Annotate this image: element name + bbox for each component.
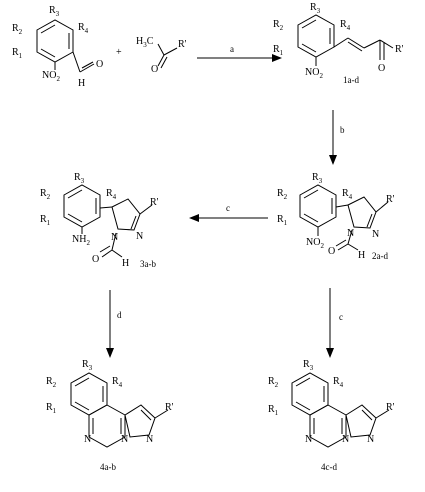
r4-label: R4 bbox=[112, 376, 123, 389]
r3-label: R3 bbox=[312, 172, 323, 185]
pyrimidine-ring bbox=[88, 404, 126, 448]
pyrazoline-n1: N bbox=[347, 228, 354, 239]
r1-label: R1 bbox=[277, 214, 288, 227]
compound-2-label: 2a-d bbox=[372, 251, 388, 261]
compound-1-label: 1a-d bbox=[343, 75, 359, 85]
r4-label: R4 bbox=[340, 19, 351, 32]
r3-label: R3 bbox=[82, 359, 93, 372]
nitro-label: NO2 bbox=[42, 70, 60, 83]
r2-label: R2 bbox=[273, 19, 284, 32]
r4-label: R4 bbox=[78, 22, 89, 35]
ketone-r-prime: R' bbox=[178, 39, 187, 50]
r4-label: R4 bbox=[333, 376, 344, 389]
r1-label: R1 bbox=[46, 402, 57, 415]
r3-label: R3 bbox=[303, 359, 314, 372]
pyrazole-r-prime: R' bbox=[165, 402, 174, 413]
step-d-arrow: d bbox=[106, 290, 122, 358]
r4-label: R4 bbox=[342, 188, 353, 201]
nitrobenzaldehyde-structure: R3 R2 R4 R1 NO2 O H bbox=[12, 5, 103, 89]
step-a-arrow: a bbox=[197, 44, 282, 62]
step-c-label-left: c bbox=[226, 203, 230, 213]
pyrazoline-n1: N bbox=[111, 232, 118, 243]
pyrazole-r-prime: R' bbox=[386, 402, 395, 413]
compound-3-label: 3a-b bbox=[140, 259, 156, 269]
pyrazoline-n2: N bbox=[372, 229, 379, 240]
r3-label: R3 bbox=[49, 5, 60, 18]
chalcone-structure: R3 R2 R4 R1 NO2 R' O 1a-d bbox=[273, 2, 404, 85]
nitro-pyrazoline-structure: R3 R2 R4 R1 R' N N NO2 O H 2a-d bbox=[277, 172, 395, 261]
r1-label: R1 bbox=[40, 214, 51, 227]
pyrazole-ring bbox=[124, 404, 156, 438]
r1-label: R1 bbox=[268, 404, 279, 417]
step-b-label: b bbox=[340, 125, 345, 135]
bridgehead-n: N bbox=[342, 434, 349, 445]
benzene-ring bbox=[299, 184, 337, 228]
chalcone-oxygen: O bbox=[378, 63, 385, 74]
formyl-hydrogen: H bbox=[358, 250, 365, 261]
r2-label: R2 bbox=[46, 376, 57, 389]
pyrazoline-ring bbox=[347, 196, 377, 229]
pyrazoloquinazoline-4cd-structure: R3 R2 R4 R1 R' N N N 4c-d bbox=[268, 359, 395, 472]
pyrazoline-r-prime: R' bbox=[386, 194, 395, 205]
pyrazole-n: N bbox=[367, 434, 374, 445]
benzene-ring bbox=[36, 19, 74, 63]
r2-label: R2 bbox=[277, 188, 288, 201]
nitro-label: NO2 bbox=[305, 67, 323, 80]
step-b-arrow: b bbox=[329, 110, 345, 165]
nitro-label: NO2 bbox=[306, 237, 324, 250]
methyl-ketone-structure: H3C O R' bbox=[136, 36, 187, 75]
amino-label: NH2 bbox=[72, 234, 90, 247]
formyl-oxygen: O bbox=[328, 246, 335, 257]
plus-sign: + bbox=[116, 47, 122, 58]
r2-label: R2 bbox=[12, 23, 23, 36]
quinazoline-n: N bbox=[84, 434, 91, 445]
r4-label: R4 bbox=[106, 188, 117, 201]
r2-label: R2 bbox=[268, 376, 279, 389]
aldehyde-oxygen: O bbox=[96, 59, 103, 70]
r1-label: R1 bbox=[273, 44, 284, 57]
quinazoline-n: N bbox=[305, 434, 312, 445]
pyrazoline-n2: N bbox=[136, 231, 143, 242]
step-c-arrow-left: c bbox=[189, 203, 268, 222]
bridgehead-n: N bbox=[121, 434, 128, 445]
pyrazoline-ring bbox=[111, 198, 141, 231]
step-a-label: a bbox=[230, 44, 234, 54]
pyrazole-ring bbox=[345, 404, 377, 438]
pyrazoloquinazoline-4ab-structure: R3 R2 R4 R1 R' N N N 4a-b bbox=[46, 359, 174, 472]
benzene-ring bbox=[291, 372, 329, 416]
step-c-arrow-down: c bbox=[326, 288, 343, 358]
step-c-label-down: c bbox=[339, 312, 343, 322]
methyl-label: H3C bbox=[136, 36, 154, 49]
benzene-ring bbox=[63, 184, 101, 228]
aldehyde-hydrogen: H bbox=[78, 78, 85, 89]
pyrimidine-ring bbox=[309, 404, 347, 448]
compound-4cd-label: 4c-d bbox=[321, 462, 337, 472]
benzene-ring bbox=[70, 372, 108, 416]
chalcone-r-prime: R' bbox=[395, 44, 404, 55]
r3-label: R3 bbox=[74, 172, 85, 185]
formyl-hydrogen: H bbox=[122, 258, 129, 269]
r1-label: R1 bbox=[12, 47, 23, 60]
r2-label: R2 bbox=[40, 188, 51, 201]
pyrazole-n: N bbox=[146, 434, 153, 445]
compound-4ab-label: 4a-b bbox=[100, 462, 116, 472]
step-d-label: d bbox=[117, 310, 122, 320]
benzene-ring bbox=[297, 14, 335, 58]
r3-label: R3 bbox=[310, 2, 321, 15]
amino-pyrazoline-structure: R3 R2 R4 R1 R' N N NH2 O H 3a-b bbox=[40, 172, 159, 269]
ketone-oxygen: O bbox=[151, 64, 158, 75]
pyrazoline-r-prime: R' bbox=[150, 197, 159, 208]
formyl-oxygen: O bbox=[92, 254, 99, 265]
